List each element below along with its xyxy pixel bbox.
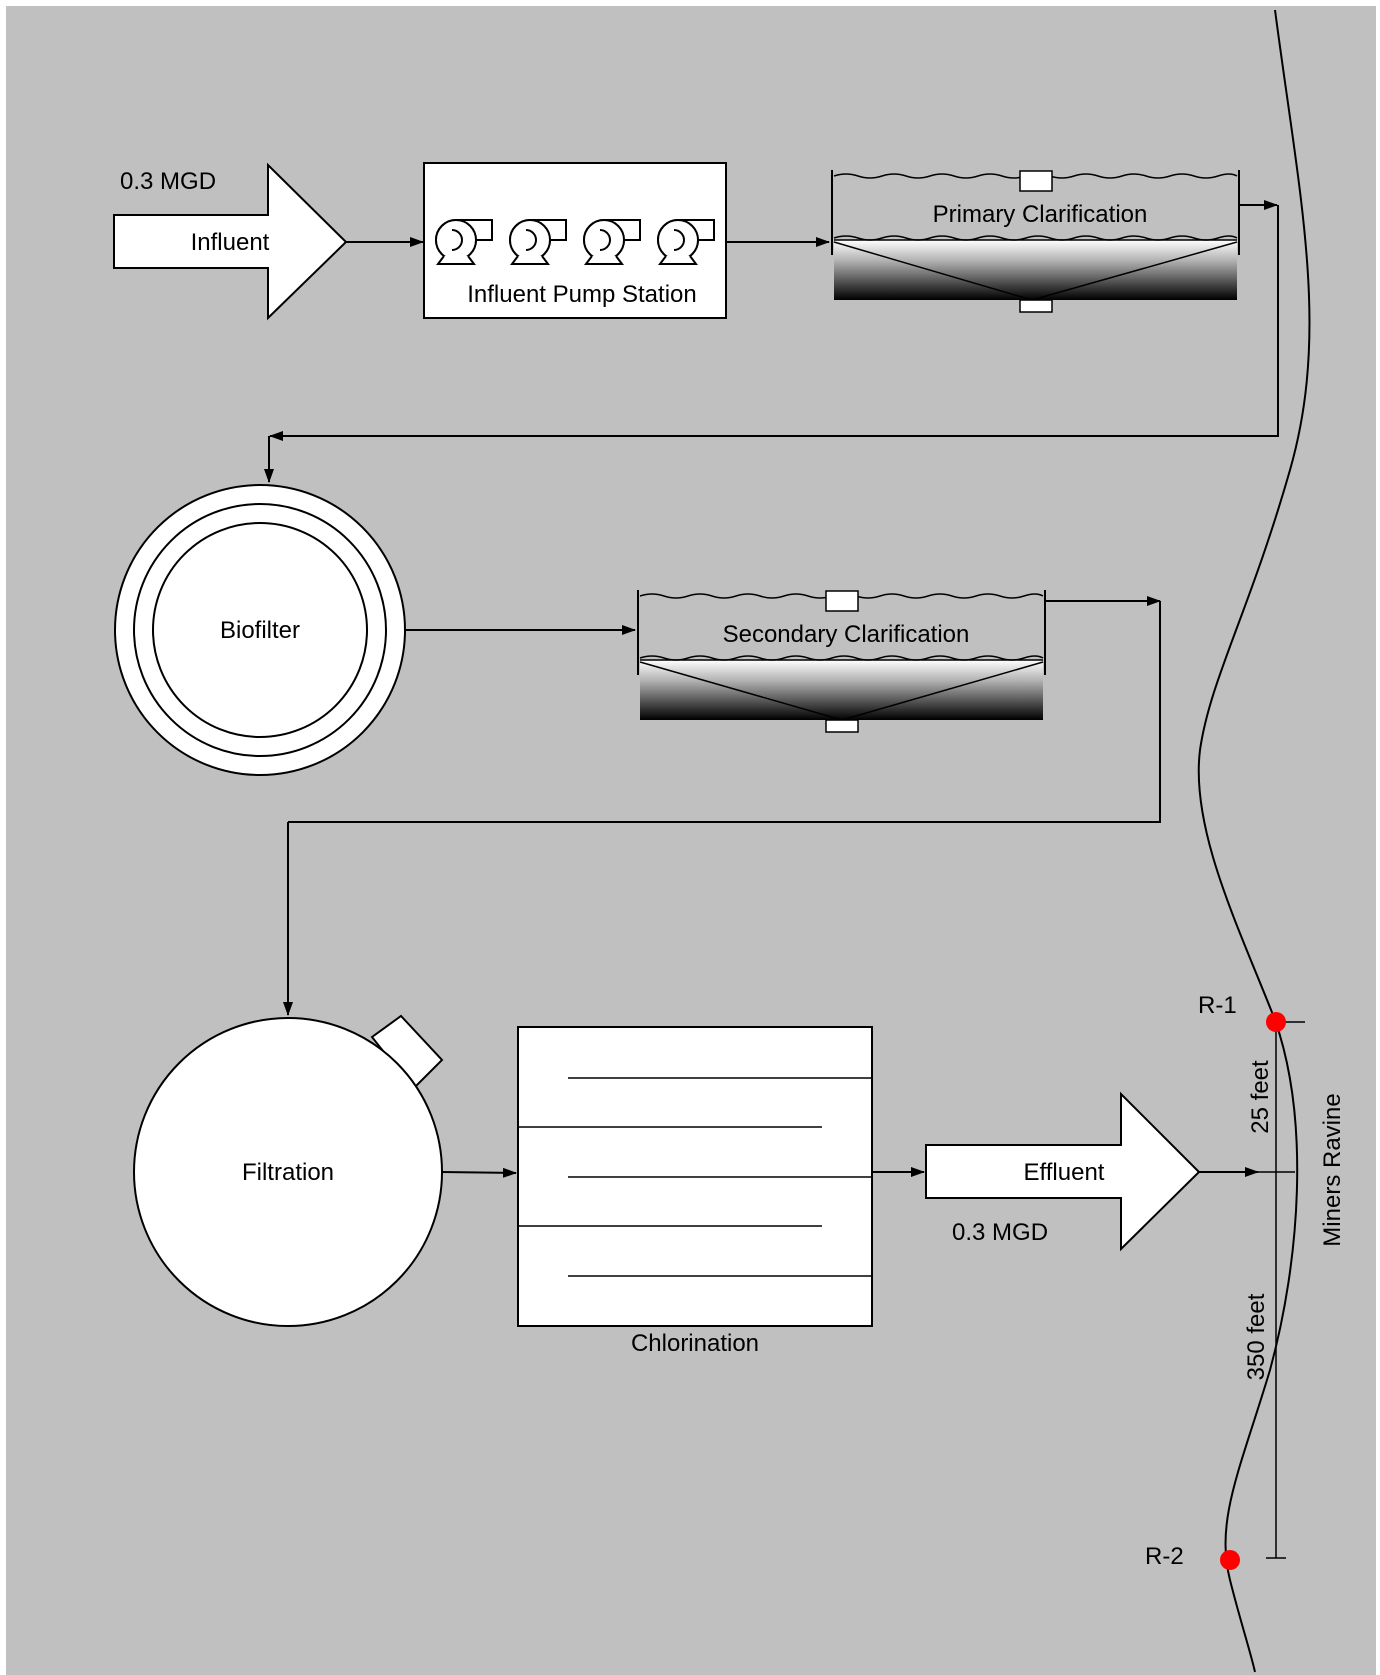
secondary-clarifier-drive-icon xyxy=(825,590,859,612)
flow-line-primary-to-biofilter-return xyxy=(269,205,1279,441)
secondary-clarification-tank: Secondary Clarification xyxy=(637,590,1046,733)
distance-upstream-label: 25 feet xyxy=(1247,1060,1274,1134)
miners-ravine-label: Miners Ravine xyxy=(1319,1093,1346,1246)
sample-point-r2-label: R-2 xyxy=(1145,1543,1184,1570)
sample-point-r1-marker xyxy=(1266,1012,1286,1032)
primary-clarifier-sump-icon xyxy=(1019,299,1053,313)
effluent-flow-label: 0.3 MGD xyxy=(952,1219,1048,1246)
influent-label: Influent xyxy=(191,229,270,256)
sample-point-r1-label: R-1 xyxy=(1198,992,1237,1019)
secondary-clarification-label: Secondary Clarification xyxy=(723,621,970,648)
primary-clarifier-drive-icon xyxy=(1019,170,1053,192)
chlorination-basin xyxy=(517,1026,873,1327)
biofilter-label: Biofilter xyxy=(220,617,300,644)
pump-station-label: Influent Pump Station xyxy=(467,281,696,308)
chlorination-label: Chlorination xyxy=(631,1330,759,1357)
effluent-arrow: Effluent xyxy=(925,1091,1201,1252)
biofilter: Biofilter xyxy=(114,484,406,776)
sample-point-r2-marker xyxy=(1220,1550,1240,1570)
primary-clarification-label: Primary Clarification xyxy=(933,201,1148,228)
flow-line-secondary-to-filtration xyxy=(288,601,1161,823)
miners-ravine-creek-line xyxy=(1197,9,1311,1673)
influent-flow-label: 0.3 MGD xyxy=(120,168,216,195)
filtration-label: Filtration xyxy=(242,1159,334,1186)
primary-clarification-tank: Primary Clarification xyxy=(831,170,1240,313)
filtration: Filtration xyxy=(133,1014,444,1327)
distance-downstream-label: 350 feet xyxy=(1243,1293,1270,1380)
secondary-clarifier-sump-icon xyxy=(825,719,859,733)
effluent-label: Effluent xyxy=(1024,1159,1105,1186)
flow-line-filtration-to-chlorination xyxy=(441,1167,517,1178)
influent-arrow: Influent xyxy=(113,162,348,321)
influent-pump-station: Influent Pump Station xyxy=(423,162,727,319)
